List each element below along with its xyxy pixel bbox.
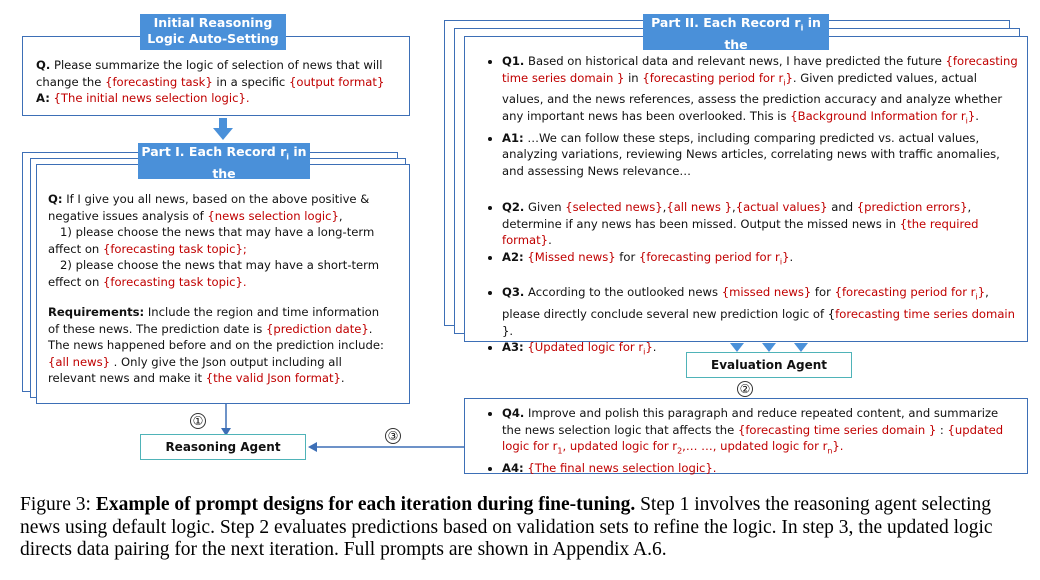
- part2-box: [464, 36, 1028, 342]
- part2-q3: Q3. According to the outlooked news {mis…: [502, 284, 1020, 339]
- final-q4: Q4. Improve and polish this paragraph an…: [502, 405, 1020, 460]
- caption-fig-label: Figure 3:: [20, 494, 96, 515]
- init-q-label: Q.: [36, 58, 51, 72]
- arrows-part2-to-eval: [730, 343, 808, 352]
- init-a-label: A:: [36, 91, 50, 105]
- evaluation-agent: Evaluation Agent: [686, 352, 852, 378]
- init-content: Q. Please summarize the logic of selecti…: [36, 58, 385, 105]
- final-a4: A4: {The final news selection logic}.: [502, 460, 1020, 477]
- part2-q1: Q1. Based on historical data and relevan…: [502, 53, 1020, 130]
- part2-a2: A2: {Missed news} for {forecasting perio…: [502, 249, 1020, 271]
- part1-box: [36, 164, 410, 404]
- part2-content: Q1. Based on historical data and relevan…: [480, 53, 1020, 361]
- part2-a1: A1: …We can follow these steps, includin…: [502, 130, 1020, 180]
- final-content: Q4. Improve and polish this paragraph an…: [480, 405, 1020, 476]
- arrow-part1-to-reasoning: [221, 404, 231, 436]
- arrow-init-to-part1: [213, 118, 233, 140]
- caption-bold: Example of prompt designs for each itera…: [95, 494, 636, 515]
- reasoning-agent: Reasoning Agent: [140, 434, 306, 460]
- caption-rest: Step 1 involves the reasoning agent sele…: [20, 494, 993, 560]
- part2-header: Part II. Each Record ri in the Validatio…: [643, 14, 829, 70]
- part1-content: Q: If I give you all news, based on the …: [48, 192, 384, 385]
- step-1-marker: ①: [190, 413, 206, 429]
- part2-a3: A3: {Updated logic for ri}.: [502, 339, 1020, 361]
- part1-header: Part I. Each Record ri in the Data Set Ω…: [138, 143, 310, 199]
- figure-caption: Figure 3: Example of prompt designs for …: [20, 494, 1030, 562]
- step-3-marker: ③: [385, 428, 401, 444]
- part2-q2: Q2. Given {selected news},{all news },{a…: [502, 199, 1020, 249]
- init-header: Initial Reasoning Logic Auto-Setting: [140, 14, 286, 50]
- arrow-final-to-reasoning: [308, 442, 464, 452]
- step-2-marker: ②: [737, 381, 753, 397]
- final-box: [464, 398, 1028, 474]
